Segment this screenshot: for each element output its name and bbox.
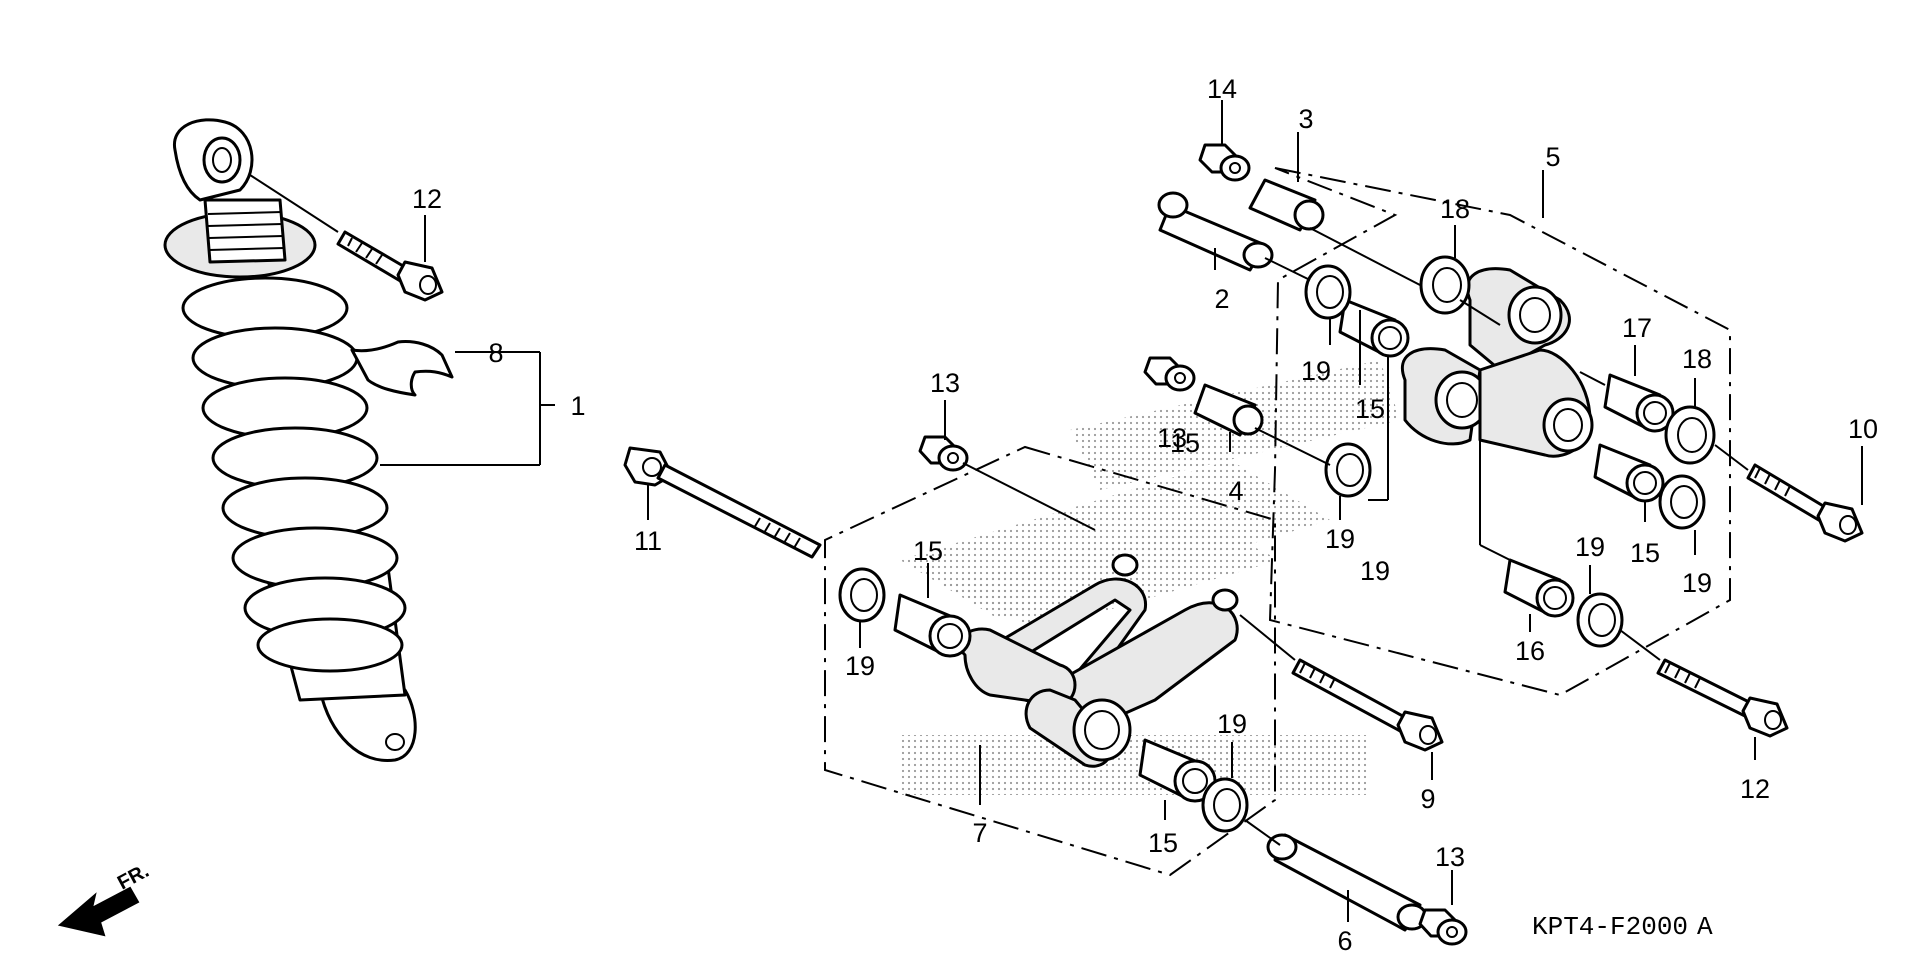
seal-19-rod-right — [1201, 777, 1249, 833]
dust-seals — [838, 255, 1716, 833]
seal-19-right — [1658, 474, 1706, 530]
bolt-10 — [1746, 463, 1864, 543]
seal-19-middle — [1324, 442, 1372, 498]
collar-3 — [1248, 178, 1325, 232]
seal-19-lower — [1576, 592, 1624, 648]
nut-13-arm — [1143, 356, 1196, 392]
brand-watermark — [900, 360, 1400, 795]
callout-19-rod-right: 19 — [1217, 709, 1247, 739]
bolt-12-arm — [1656, 658, 1789, 738]
rear-shock-absorber — [163, 118, 417, 763]
callout-18-upper: 18 — [1440, 194, 1470, 224]
part-code: KPT4-F2000 — [1532, 912, 1688, 942]
callout-10: 10 — [1848, 414, 1878, 444]
callout-13-rod: 13 — [930, 368, 960, 398]
arm-assembly-boundary — [1268, 167, 1731, 697]
assembly-lines — [962, 227, 1749, 846]
callout-7: 7 — [972, 818, 987, 848]
callout-8: 8 — [488, 338, 503, 368]
rod-assembly-boundary — [824, 445, 1276, 877]
callout-13-bottom: 13 — [1435, 842, 1465, 872]
callout-14: 14 — [1207, 74, 1237, 104]
bearing-15-rod-right — [1138, 738, 1217, 803]
nut-13-bottom — [1418, 908, 1468, 946]
seal-19-upper — [1304, 264, 1352, 320]
collar-4 — [1193, 383, 1264, 437]
seal-18-upper — [1419, 255, 1471, 315]
callout-15-arm-lower: 15 — [1630, 538, 1660, 568]
front-direction-indicator: FR. — [57, 860, 153, 937]
bearing-15-rod-left — [893, 593, 972, 658]
shock-spring — [181, 276, 407, 673]
callout-15-collar: 15 — [1170, 428, 1200, 458]
bolt-9 — [1291, 658, 1444, 752]
callout-5: 5 — [1545, 142, 1560, 172]
bearing-17 — [1603, 373, 1675, 433]
callout-6: 6 — [1337, 926, 1352, 956]
nut-13-rod — [918, 435, 969, 472]
callout-15-rod-right: 15 — [1148, 828, 1178, 858]
bearing-16 — [1503, 558, 1575, 618]
bolt-11-long — [623, 446, 822, 559]
collar-2-long — [1157, 191, 1274, 272]
callout-19-upper: 19 — [1301, 356, 1331, 386]
direction-label: FR. — [114, 860, 153, 895]
cushion-arm-5 — [1401, 267, 1594, 458]
callout-9: 9 — [1420, 784, 1435, 814]
collar-8 — [350, 340, 454, 397]
callout-13-arm: 13 — [1157, 423, 1187, 453]
nut-14 — [1198, 143, 1251, 182]
callout-2: 2 — [1214, 284, 1229, 314]
callout-11: 11 — [634, 526, 662, 556]
seal-19-rod-left — [838, 567, 886, 623]
callout-16: 16 — [1515, 636, 1545, 666]
callout-19-lower: 19 — [1575, 532, 1605, 562]
bolt-12-shock-top — [336, 230, 444, 302]
cushion-rod-7 — [958, 553, 1239, 768]
callout-19-right: 19 — [1682, 568, 1712, 598]
callout-4: 4 — [1228, 476, 1243, 506]
callout-15-arm-upper: 15 — [1355, 394, 1385, 424]
bearing-15-arm-lower — [1593, 443, 1665, 503]
callout-12-arm-bolt: 12 — [1740, 774, 1770, 804]
callout-17: 17 — [1622, 313, 1652, 343]
callout-12-shock-top: 12 — [412, 184, 442, 214]
seal-18-right — [1664, 405, 1716, 465]
callout-19-middle: 19 — [1325, 524, 1355, 554]
callout-leaders — [380, 100, 1863, 922]
callout-15-rod-left: 15 — [913, 536, 943, 566]
callout-3: 3 — [1298, 104, 1313, 134]
callout-18-right: 18 — [1682, 344, 1712, 374]
part-code-suffix: A — [1697, 912, 1713, 942]
callout-19-rod-left: 19 — [845, 651, 875, 681]
callout-19-arm: 19 — [1360, 556, 1390, 586]
bearing-15-arm-upper — [1338, 298, 1410, 358]
front-arrow-icon — [57, 886, 140, 937]
part-code-label: KPT4-F2000 A — [1532, 912, 1713, 942]
callout-labels: 1 2 3 4 5 6 7 8 9 10 11 12 12 13 13 13 1… — [412, 74, 1878, 956]
callout-1: 1 — [570, 391, 585, 421]
